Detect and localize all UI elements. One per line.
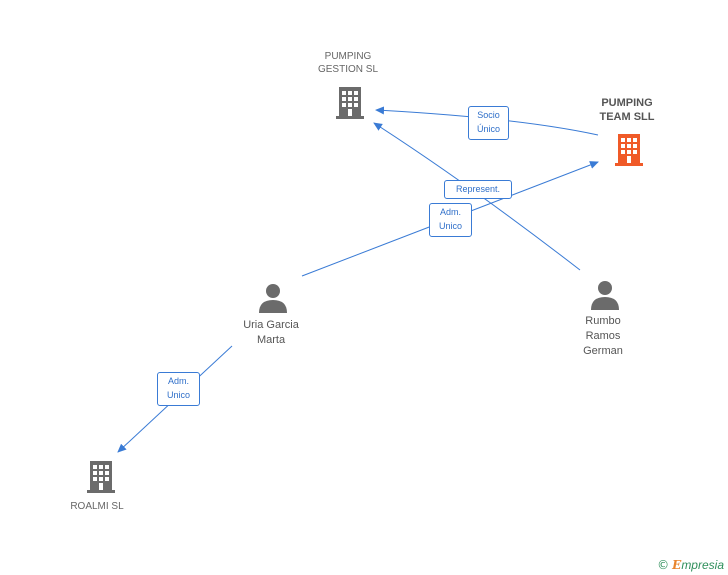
edge-label-line2: Unico	[438, 221, 462, 231]
company-label-pumping-team[interactable]: PUMPING TEAM SLL	[577, 96, 677, 124]
company-name-line2: GESTION SL	[317, 64, 378, 75]
edge-label-line1: Adm.	[167, 376, 189, 386]
edge-label-line1: Socio	[477, 110, 500, 120]
edge-label-line2: Unico	[166, 390, 190, 400]
edge-label-line2: Único	[476, 124, 500, 134]
person-name-line1: Uria Garcia	[243, 319, 299, 331]
edge-label-socio-unico: Socio Único	[468, 106, 509, 140]
copyright-symbol: ©	[657, 558, 670, 572]
edge-label-adm-unico-roalmi: Adm. Unico	[157, 372, 200, 406]
company-label-roalmi[interactable]: ROALMI SL	[52, 500, 142, 513]
building-icon[interactable]	[85, 459, 117, 493]
person-icon[interactable]	[258, 283, 288, 313]
edge-label-line1: Represent.	[455, 184, 501, 194]
edge-label-represent: Represent.	[444, 180, 512, 199]
person-label-uria[interactable]: Uria Garcia Marta	[221, 318, 321, 348]
company-name-line2: TEAM SLL	[599, 111, 655, 123]
brand-name: mpresia	[681, 558, 724, 572]
empresia-watermark: ©Empresia	[657, 558, 724, 572]
main-building-icon[interactable]	[613, 132, 645, 166]
edge-label-adm-unico-team: Adm. Unico	[429, 203, 472, 237]
person-name-line1: Rumbo	[585, 315, 621, 327]
person-label-rumbo[interactable]: Rumbo Ramos German	[553, 314, 653, 359]
person-icon[interactable]	[590, 280, 620, 310]
brand-initial: E	[672, 558, 682, 572]
company-label-pumping-gestion[interactable]: PUMPING GESTION SL	[298, 50, 398, 76]
person-name-line2: Ramos	[585, 330, 621, 342]
building-icon[interactable]	[334, 85, 366, 119]
company-name-line1: PUMPING	[324, 51, 372, 62]
company-name-line1: PUMPING	[601, 97, 653, 109]
edge-label-line1: Adm.	[439, 207, 461, 217]
person-name-line3: German	[583, 345, 623, 357]
company-name: ROALMI SL	[70, 501, 124, 512]
person-name-line2: Marta	[256, 334, 286, 346]
